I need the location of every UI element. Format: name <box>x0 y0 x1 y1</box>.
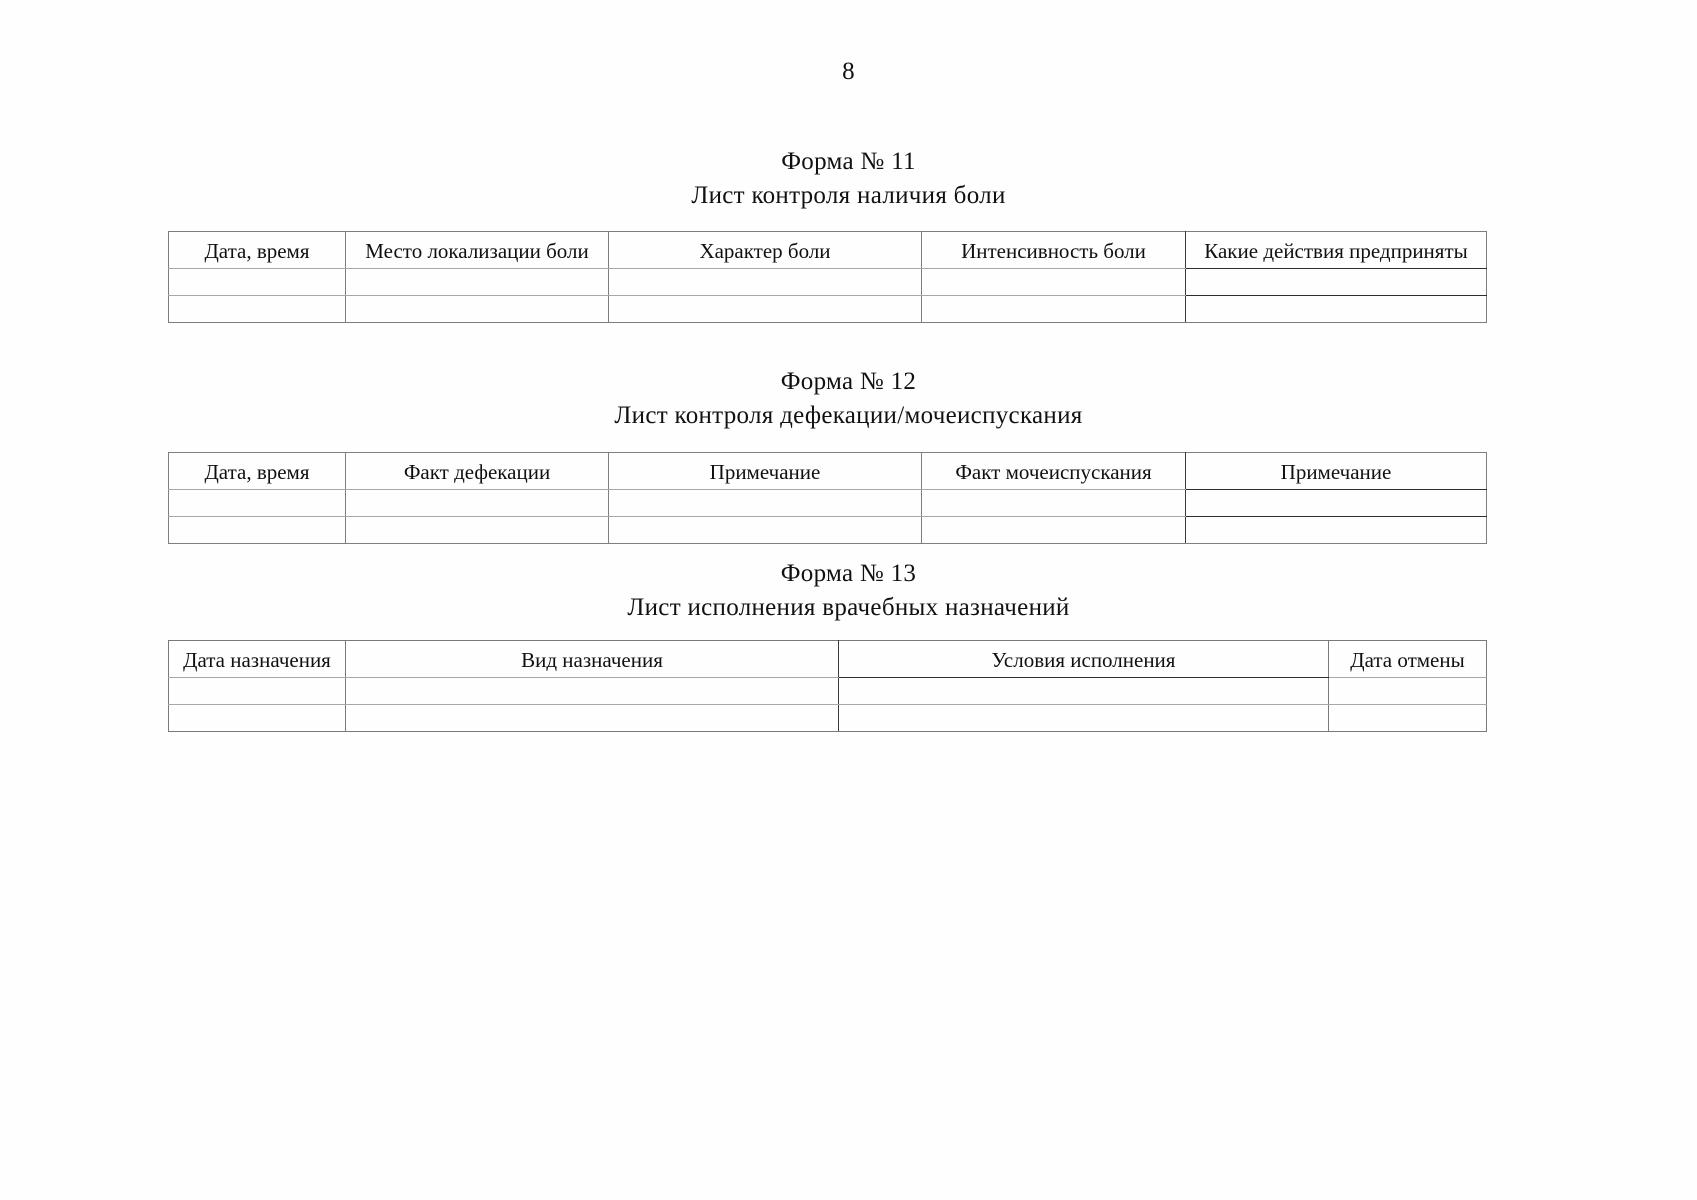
column-header-execution-conditions: Условия исполнения <box>838 640 1329 678</box>
cell-order-date[interactable] <box>168 677 346 705</box>
column-header-pain-location: Место локализации боли <box>345 231 609 269</box>
column-header-order-date: Дата назначения <box>168 640 346 678</box>
table-row <box>168 268 1487 296</box>
cell-urination-fact[interactable] <box>921 516 1186 544</box>
table-row <box>168 489 1487 517</box>
cell-execution-conditions[interactable] <box>838 677 1329 705</box>
table-header-row: Дата, время Факт дефекации Примечание Фа… <box>168 452 1487 490</box>
cell-pain-location[interactable] <box>345 268 609 296</box>
column-header-cancel-date: Дата отмены <box>1328 640 1487 678</box>
form-title-13: Лист исполнения врачебных назначений <box>627 594 1070 621</box>
column-header-urination-fact: Факт мочеиспускания <box>921 452 1186 490</box>
cell-order-type[interactable] <box>345 677 839 705</box>
cell-execution-conditions[interactable] <box>838 704 1329 732</box>
cell-urination-note[interactable] <box>1185 516 1487 544</box>
cell-pain-intensity[interactable] <box>921 295 1186 323</box>
cell-defecation-note[interactable] <box>608 489 922 517</box>
cell-order-date[interactable] <box>168 704 346 732</box>
form-label-11: Форма № 11 <box>781 148 916 175</box>
form-heading-11: Форма № 11 Лист контроля наличия боли <box>0 146 1697 212</box>
pain-control-table: Дата, время Место локализации боли Харак… <box>168 231 1487 323</box>
table-header-row: Дата, время Место локализации боли Харак… <box>168 231 1487 269</box>
cell-date-time[interactable] <box>168 516 346 544</box>
cell-actions-taken[interactable] <box>1185 295 1487 323</box>
cell-cancel-date[interactable] <box>1328 677 1487 705</box>
form-title-12: Лист контроля дефекации/мочеиспускания <box>614 402 1083 429</box>
cell-defecation-note[interactable] <box>608 516 922 544</box>
column-header-pain-character: Характер боли <box>608 231 922 269</box>
column-header-actions-taken: Какие действия предприняты <box>1185 231 1487 269</box>
column-header-urination-note: Примечание <box>1185 452 1487 490</box>
column-header-order-type: Вид назначения <box>345 640 839 678</box>
column-header-pain-intensity: Интенсивность боли <box>921 231 1186 269</box>
page-number: 8 <box>842 58 855 85</box>
table-row <box>168 295 1487 323</box>
cell-pain-character[interactable] <box>608 268 922 296</box>
column-header-defecation-fact: Факт дефекации <box>345 452 609 490</box>
cell-cancel-date[interactable] <box>1328 704 1487 732</box>
form-heading-12: Форма № 12 Лист контроля дефекации/мочеи… <box>0 366 1697 432</box>
defecation-urination-control-table: Дата, время Факт дефекации Примечание Фа… <box>168 452 1487 544</box>
form-title-11: Лист контроля наличия боли <box>691 182 1006 209</box>
form-label-12: Форма № 12 <box>780 368 917 395</box>
cell-urination-fact[interactable] <box>921 489 1186 517</box>
cell-date-time[interactable] <box>168 489 346 517</box>
cell-date-time[interactable] <box>168 295 346 323</box>
cell-pain-intensity[interactable] <box>921 268 1186 296</box>
cell-actions-taken[interactable] <box>1185 268 1487 296</box>
column-header-date-time: Дата, время <box>168 231 346 269</box>
table-header-row: Дата назначения Вид назначения Условия и… <box>168 640 1487 678</box>
cell-defecation-fact[interactable] <box>345 489 609 517</box>
cell-pain-character[interactable] <box>608 295 922 323</box>
form-heading-13: Форма № 13 Лист исполнения врачебных наз… <box>0 558 1697 624</box>
form-label-13: Форма № 13 <box>780 560 917 587</box>
cell-pain-location[interactable] <box>345 295 609 323</box>
table-row <box>168 677 1487 705</box>
cell-order-type[interactable] <box>345 704 839 732</box>
cell-date-time[interactable] <box>168 268 346 296</box>
column-header-defecation-note: Примечание <box>608 452 922 490</box>
cell-urination-note[interactable] <box>1185 489 1487 517</box>
column-header-date-time: Дата, время <box>168 452 346 490</box>
table-row <box>168 704 1487 732</box>
medical-orders-execution-table: Дата назначения Вид назначения Условия и… <box>168 640 1487 732</box>
table-row <box>168 516 1487 544</box>
cell-defecation-fact[interactable] <box>345 516 609 544</box>
